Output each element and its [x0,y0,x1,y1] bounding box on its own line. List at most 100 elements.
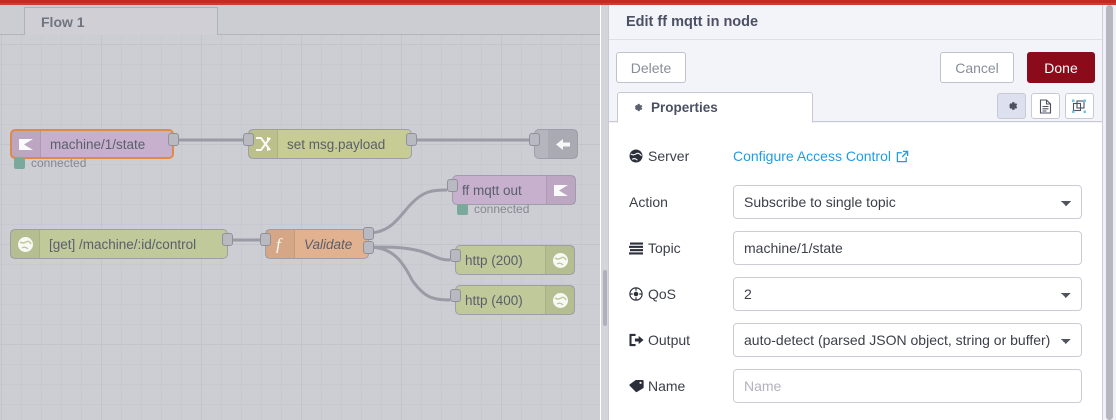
qos-field: 2 [733,277,1082,311]
label-action-text: Action [629,194,668,210]
flow-node-http-response-200[interactable]: http (200) [455,245,575,275]
gear-icon[interactable] [997,93,1026,119]
topic-field [733,231,1082,265]
node-status-mqtt-out: connected [457,202,529,216]
qos-target-icon [629,287,648,301]
flow-editor: Flow 1 [0,5,600,420]
panel-resize-handle[interactable] [601,5,608,420]
mqtt-icon [546,176,575,204]
flow-node-http-response-400[interactable]: http (400) [455,285,575,315]
gear-icon [631,101,644,114]
port-input-mqtt-out[interactable] [447,179,458,192]
port-input-change[interactable] [243,133,254,146]
port-output-mqtt-in[interactable] [168,133,179,146]
app-top-accent-bar-inner [0,0,1116,3]
svg-text:f: f [276,236,283,253]
flow-node-mqtt-out[interactable]: ff mqtt out [452,175,576,205]
name-input[interactable] [733,369,1082,403]
flow-node-change[interactable]: set msg.payload [248,129,412,159]
app-top-accent-bar [0,0,1116,5]
label-server-text: Server [648,148,690,164]
debug-icon [548,130,577,158]
port-output-change[interactable] [406,133,417,146]
flow-wires [174,138,530,302]
port-input-http-response-400[interactable] [450,289,461,302]
tab-properties[interactable]: Properties [617,92,813,123]
appearance-frame-icon[interactable] [1065,93,1094,119]
label-name-text: Name [648,378,686,394]
flow-node-label: Validate [304,236,353,252]
flow-node-label: machine/1/state [50,136,146,152]
tag-icon [629,379,648,393]
label-action: Action [629,194,733,210]
globe-icon [629,149,648,163]
node-status-mqtt-in: connected [14,156,86,170]
label-output: Output [629,332,733,348]
label-topic: Topic [629,240,733,256]
panel-tab-icon-group [997,93,1094,119]
form-row-action: Action Subscribe to single topic [629,183,1082,221]
list-bars-icon [629,242,648,255]
flow-canvas[interactable]: machine/1/state connected set msg.payloa… [0,35,600,420]
flow-node-label: http (200) [465,252,523,268]
tab-properties-label: Properties [651,100,718,115]
status-text: connected [31,156,87,170]
flow-node-label: [get] /machine/:id/control [49,236,197,252]
edit-node-panel: Edit ff mqtt in node Delete Cancel Done … [608,5,1102,420]
label-topic-text: Topic [648,240,681,256]
form-row-output: Output auto-detect (parsed JSON object, … [629,321,1082,359]
cancel-button[interactable]: Cancel [940,52,1014,83]
flow-tab-flow-1[interactable]: Flow 1 [24,7,218,36]
port-input-http-response-200[interactable] [450,249,461,262]
globe-icon [11,230,40,258]
status-text: connected [474,202,530,216]
flow-node-label: http (400) [465,292,523,308]
panel-resize-grip[interactable] [603,270,607,326]
configure-access-control-label: Configure Access Control [733,148,891,164]
label-output-text: Output [648,332,691,348]
panel-button-row: Delete Cancel Done [609,41,1102,93]
node-properties-form: Server Configure Access Control [609,123,1102,420]
port-output-http-in[interactable] [222,233,233,246]
port-output-function-2[interactable] [363,241,374,254]
flow-node-http-in[interactable]: [get] /machine/:id/control [10,229,228,259]
panel-tabs-row: Properties [609,90,1102,123]
page-scrollbar[interactable] [1102,5,1116,420]
label-server: Server [629,148,733,164]
mqtt-icon [12,131,41,157]
configure-access-control-link[interactable]: Configure Access Control [733,148,909,164]
action-field: Subscribe to single topic [733,185,1082,219]
output-select[interactable]: auto-detect (parsed JSON object, string … [733,323,1082,357]
status-dot [457,203,468,215]
action-select[interactable]: Subscribe to single topic [733,185,1082,219]
description-document-icon[interactable] [1031,93,1060,119]
form-row-topic: Topic [629,229,1082,267]
form-row-name: Name [629,367,1082,405]
server-field: Configure Access Control [733,148,1082,164]
flow-tab-label: Flow 1 [41,14,85,30]
globe-icon [545,286,574,314]
flow-node-function[interactable]: f Validate [265,229,369,259]
flow-node-label: set msg.payload [287,136,386,152]
flow-tab-bar: Flow 1 [0,5,600,36]
name-field [733,369,1082,403]
status-dot [14,157,25,169]
form-row-qos: QoS 2 [629,275,1082,313]
port-output-function-1[interactable] [363,227,374,240]
flow-node-debug[interactable] [534,129,578,159]
topic-input[interactable] [733,231,1082,265]
panel-title: Edit ff mqtt in node [609,5,1102,40]
port-input-function[interactable] [260,233,271,246]
output-arrow-icon [629,333,648,347]
label-qos-text: QoS [648,286,677,302]
port-input-debug[interactable] [529,133,540,146]
label-qos: QoS [629,286,733,302]
flow-node-mqtt-in[interactable]: machine/1/state [10,129,174,159]
delete-button[interactable]: Delete [616,52,686,83]
label-name: Name [629,378,733,394]
qos-select[interactable]: 2 [733,277,1082,311]
flow-node-label: ff mqtt out [462,182,522,198]
page-scrollbar-thumb[interactable] [1106,5,1113,420]
done-button[interactable]: Done [1027,52,1095,83]
